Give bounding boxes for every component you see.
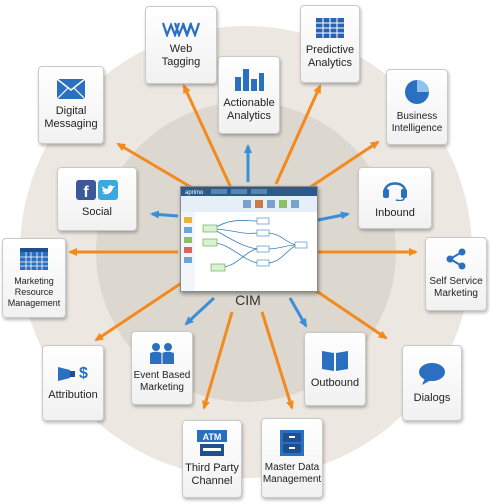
app-logo: aprimo (185, 190, 204, 196)
node-actionable-analytics: Actionable Analytics (218, 56, 280, 134)
node-label: Event Based Marketing (133, 370, 191, 393)
node-master-data-management: Master Data Management (261, 418, 323, 498)
money-attribution-icon: $ (58, 365, 88, 383)
arrow-outbound (288, 297, 308, 328)
file-cabinet-icon (280, 430, 304, 456)
node-social: f Social (57, 167, 137, 231)
facebook-twitter-icon: f (76, 179, 118, 200)
node-label: Web Tagging (161, 43, 201, 68)
node-label: Third Party Channel (185, 462, 239, 487)
twitter-icon (98, 179, 118, 200)
atm-icon: ATM (197, 430, 227, 456)
node-label: Dialogs (413, 391, 451, 404)
cim-workflow-graphic: aprimo (181, 187, 317, 291)
arrow-master-data-management (260, 311, 294, 410)
arrow-third-party-channel (202, 311, 234, 410)
cim-label: CIM (235, 292, 261, 308)
node-label: Business Intelligence (391, 111, 443, 134)
node-web-tagging: Web Tagging (145, 6, 217, 84)
node-label: Inbound (375, 206, 415, 219)
cim-app-screenshot: aprimo (180, 186, 318, 292)
node-label: Outbound (310, 376, 360, 389)
book-icon (322, 350, 348, 371)
inner-arrows (150, 144, 350, 328)
headset-icon (383, 181, 407, 201)
node-inbound: Inbound (358, 167, 432, 229)
arrow-predictive-analytics (274, 84, 322, 185)
envelope-icon (57, 79, 85, 99)
node-label: Actionable Analytics (223, 97, 275, 122)
calendar-grid-icon (20, 247, 48, 270)
arrow-dialogs (305, 282, 388, 340)
svg-text:f: f (83, 184, 89, 200)
funnel-icon (58, 366, 76, 381)
facebook-icon: f (76, 179, 96, 200)
pie-chart-icon (405, 80, 429, 104)
node-business-intelligence: Business Intelligence (386, 69, 448, 145)
www-icon (161, 22, 201, 37)
node-digital-messaging: Digital Messaging (38, 66, 104, 144)
bar-chart-icon (235, 69, 264, 91)
node-label: Digital Messaging (44, 105, 98, 130)
share-icon (446, 248, 466, 270)
node-label: Social (82, 205, 112, 218)
node-label: Marketing Resource Management (7, 275, 61, 308)
node-self-service-marketing: Self Service Marketing (425, 237, 487, 311)
node-event-based-marketing: Event Based Marketing (131, 331, 193, 405)
arrow-web-tagging (182, 84, 234, 191)
grid-table-icon (316, 18, 344, 38)
arrow-event-based-marketing (184, 296, 216, 326)
node-label: Self Service Marketing (429, 276, 483, 299)
speech-bubble-icon (419, 362, 445, 385)
arrow-attribution (94, 278, 187, 342)
node-outbound: Outbound (304, 332, 366, 406)
node-label: Attribution (48, 388, 98, 401)
node-marketing-resource-management: Marketing Resource Management (2, 238, 66, 318)
arrow-inbound (317, 211, 350, 222)
node-third-party-channel: ATM Third Party Channel (182, 420, 242, 498)
arrow-social (150, 210, 179, 219)
node-attribution: $ Attribution (42, 345, 104, 421)
dollar-icon: $ (79, 365, 88, 382)
arrow-business-intelligence (299, 140, 380, 196)
node-label: Predictive Analytics (305, 44, 355, 69)
node-label: Master Data Management (262, 462, 322, 485)
people-icon (150, 343, 174, 364)
node-dialogs: Dialogs (402, 345, 462, 421)
svg-text:ATM: ATM (203, 432, 222, 442)
node-predictive-analytics: Predictive Analytics (300, 5, 360, 83)
